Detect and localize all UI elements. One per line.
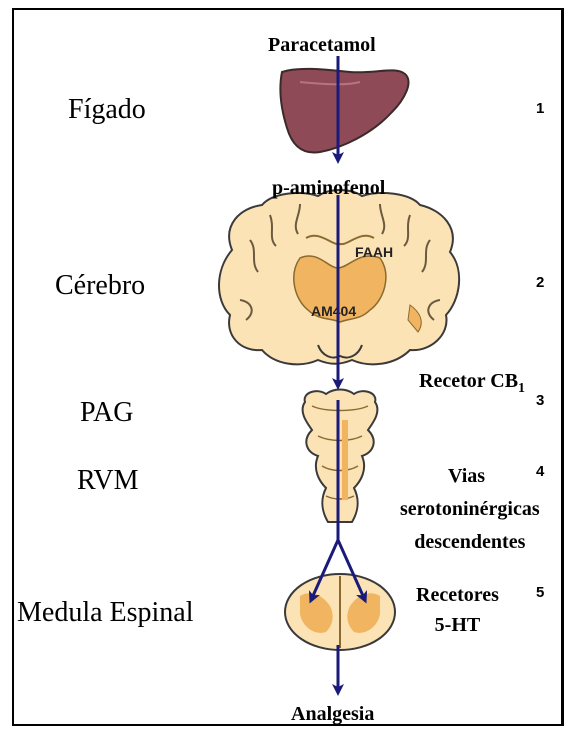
step-number-4: 4 [536, 463, 544, 480]
cb1-subscript: 1 [518, 381, 525, 396]
region-rvm-label: RVM [77, 465, 139, 497]
serotonergic-pathways-label: Vias serotoninérgicas descendentes [400, 460, 540, 559]
am404-label: AM404 [311, 303, 356, 319]
region-liver-label: Fígado [68, 94, 146, 126]
region-brain-label: Cérebro [55, 270, 145, 302]
faah-label: FAAH [355, 244, 393, 260]
brainstem-illustration [303, 390, 378, 523]
spinal-cord-illustration [285, 574, 395, 650]
step-number-3: 3 [536, 392, 544, 409]
step-number-1: 1 [536, 100, 544, 117]
pathways-line-1: Vias [400, 460, 540, 493]
p-aminofenol-label: p-aminofenol [272, 177, 385, 200]
step-number-5: 5 [536, 584, 544, 601]
5ht-line-1: Recetores [416, 580, 499, 610]
step-number-2: 2 [536, 274, 544, 291]
region-spinal-label: Medula Espinal [17, 597, 194, 629]
pathways-line-2: serotoninérgicas [400, 493, 540, 526]
analgesia-label: Analgesia [291, 703, 374, 726]
5ht-line-2: 5-HT [416, 610, 499, 640]
pathways-line-3: descendentes [400, 526, 540, 559]
region-pag-label: PAG [80, 397, 133, 429]
liver-illustration [280, 69, 408, 153]
cb1-receptor-label: Recetor CB1 [419, 370, 525, 397]
cb1-receptor-text: Recetor CB [419, 370, 518, 392]
paracetamol-label: Paracetamol [268, 34, 376, 57]
5ht-receptors-label: Recetores 5-HT [416, 580, 499, 640]
